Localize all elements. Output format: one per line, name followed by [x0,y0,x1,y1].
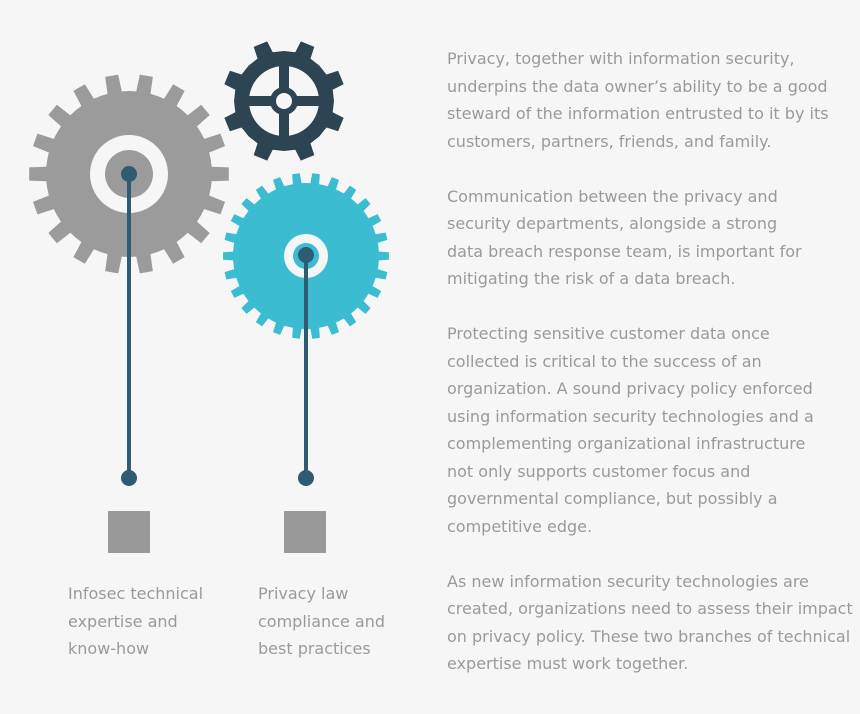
caption-infosec: Infosec technical expertise and know-how [68,580,203,663]
caption-line: expertise and [68,611,178,631]
dark-gear-crosshair-icon [224,41,344,161]
caption-line: compliance and [258,611,385,631]
paragraph-line: not only supports customer focus and [447,461,751,481]
paragraph-line: underpins the data owner’s ability to be… [447,76,828,96]
paragraph-line: competitive edge. [447,516,593,536]
paragraph-line: created, organizations need to assess th… [447,599,853,618]
paragraph-line: security departments, alongside a strong [447,214,778,233]
paragraph: Communication between the privacy and sec… [447,183,857,293]
paragraph-line: expertise must work together. [447,654,689,673]
gears-diagram [29,41,389,553]
right-connector-top-dot [298,247,314,263]
paragraph-line: As new information security technologies… [447,571,809,591]
paragraph: Privacy, together with information secur… [447,45,857,155]
paragraph-line: data breach response team, is important … [447,241,802,261]
caption-line: know-how [68,639,150,658]
text-column: Privacy, together with information secur… [447,45,857,705]
paragraph-line: mitigating the risk of a data breach. [447,269,736,288]
paragraph-line: Communication between the privacy and [447,186,778,206]
caption-line: best practices [258,639,371,658]
paragraph: As new information security technologies… [447,568,857,678]
paragraph-line: using information security technologies … [447,406,814,426]
right-box [284,511,326,553]
paragraph-line: on privacy policy. These two branches of… [447,626,851,646]
paragraph: Protecting sensitive customer data once c… [447,320,857,540]
paragraph-line: collected is critical to the success of … [447,351,762,371]
paragraph-line: Protecting sensitive customer data once [447,324,770,343]
left-box [108,511,150,553]
paragraph-line: governmental compliance, but possibly a [447,489,778,508]
left-connector-top-dot [121,166,137,182]
paragraph-line: organization. A sound privacy policy enf… [447,379,813,398]
left-connector-bottom-dot [121,470,137,486]
caption-line: Infosec technical [68,584,204,603]
caption-privacy-law: Privacy law compliance and best practice… [258,580,385,663]
gear-hole [276,93,292,109]
paragraph-line: complementing organizational infrastruct… [447,434,806,453]
paragraph-line: steward of the information entrusted to … [447,104,829,123]
paragraph-line: Privacy, together with information secur… [447,49,795,68]
caption-line: Privacy law [258,584,349,603]
paragraph-line: customers, partners, friends, and family… [447,131,772,151]
right-connector-bottom-dot [298,470,314,486]
